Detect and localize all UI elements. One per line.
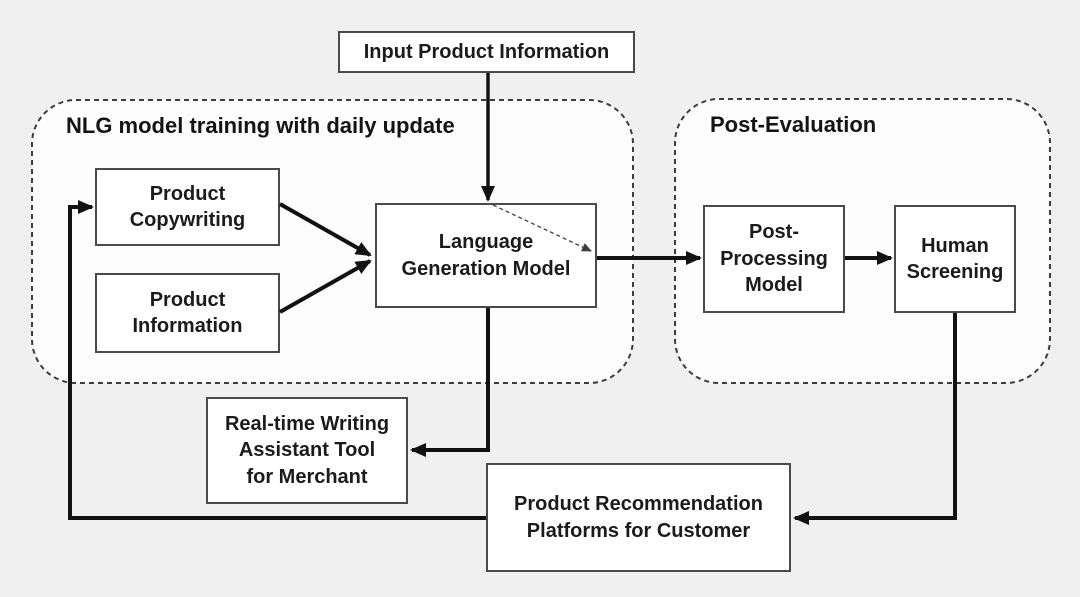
- node-label: Real-time Writing Assistant Tool for Mer…: [224, 412, 390, 488]
- training-container-title: NLG model training with daily update: [66, 113, 455, 138]
- node-product-information: Product Information: [95, 273, 280, 353]
- node-label: Human Screening: [906, 234, 1004, 283]
- node-label: Post- Processing Model: [720, 221, 828, 297]
- node-post-processing-model: Post- Processing Model: [703, 205, 845, 313]
- node-product-copywriting: Product Copywriting: [95, 168, 280, 246]
- node-label: Product Copywriting: [129, 182, 246, 231]
- node-label: Input Product Information: [363, 40, 610, 63]
- node-label: Product Information: [132, 288, 243, 337]
- node-input-product-information: Input Product Information: [338, 31, 635, 73]
- node-human-screening: Human Screening: [894, 205, 1016, 313]
- node-label: Product Recommendation Platforms for Cus…: [514, 493, 763, 542]
- node-language-generation-model: Language Generation Model: [375, 203, 597, 308]
- node-label: Language Generation Model: [401, 231, 571, 280]
- node-realtime-writing-assistant: Real-time Writing Assistant Tool for Mer…: [206, 397, 408, 504]
- node-product-recommendation-platforms: Product Recommendation Platforms for Cus…: [486, 463, 791, 572]
- post-evaluation-container-title: Post-Evaluation: [710, 112, 877, 137]
